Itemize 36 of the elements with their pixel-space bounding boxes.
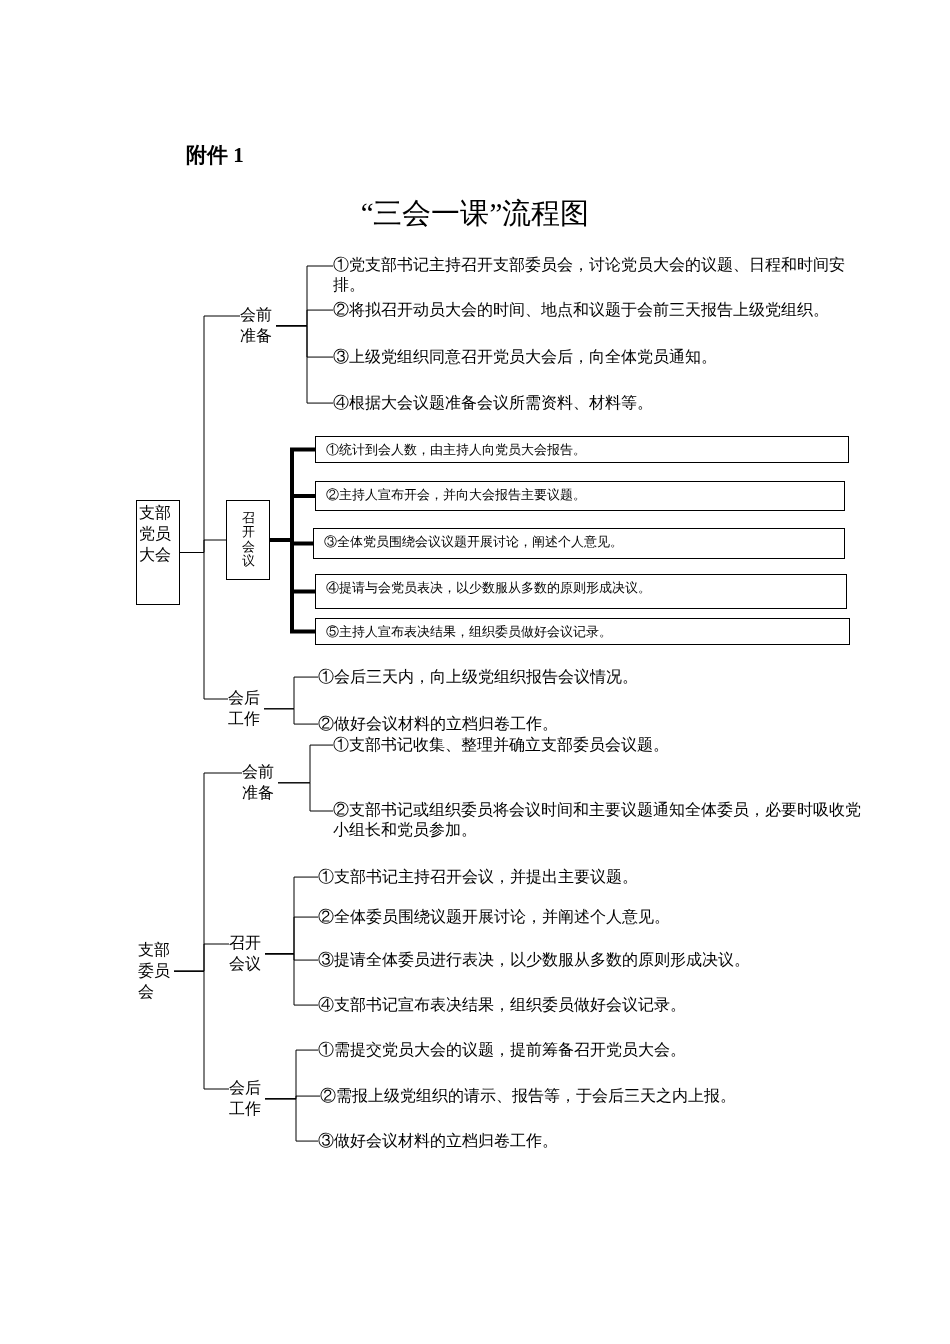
group-label: 会后工作 — [228, 688, 264, 730]
group-label: 召开会议 — [229, 933, 265, 975]
title: “三会一课”流程图 — [359, 196, 591, 231]
step-text: ③上级党组织同意召开党员大会后，向全体党员通知。 — [333, 347, 853, 368]
step-text: ①党支部书记主持召开支部委员会，讨论党员大会的议题、日程和时间安排。 — [333, 255, 868, 296]
group-label: 会后工作 — [229, 1078, 265, 1120]
step-text: ②支部书记或组织委员将会议时间和主要议题通知全体委员，必要时吸收党小组长和党员参加。 — [333, 800, 868, 841]
connector-line — [275, 325, 334, 404]
step-text: ①支部书记收集、整理并确立支部委员会议题。 — [333, 735, 853, 756]
connector-line — [173, 970, 230, 1090]
group-box: 支部党员大会 — [136, 500, 180, 605]
connector-line — [277, 782, 334, 812]
step-text: ③提请全体委员进行表决，以少数服从多数的原则形成决议。 — [318, 950, 838, 971]
step-text: ②将拟召开动员大会的时间、地点和议题于会前三天报告上级党组织。 — [333, 300, 853, 321]
step-text: ①支部书记主持召开会议，并提出主要议题。 — [318, 867, 838, 888]
step-text: ②全体委员围绕议题开展讨论，并阐述个人意见。 — [318, 907, 838, 928]
step-box: ②主持人宣布开会，并向大会报告主要议题。 — [315, 481, 845, 511]
annex-label: 附件 1 — [186, 142, 244, 169]
step-text: ④支部书记宣布表决结果，组织委员做好会议记录。 — [318, 995, 838, 1016]
connector-line — [264, 953, 319, 1006]
step-text: ②做好会议材料的立档归卷工作。 — [318, 714, 818, 735]
step-text: ③做好会议材料的立档归卷工作。 — [318, 1131, 838, 1152]
group-label: 支部委员会 — [138, 940, 174, 1003]
connector-line — [264, 1098, 319, 1142]
step-text: ①会后三天内，向上级党组织报告会议情况。 — [318, 667, 818, 688]
group-box: 召开会议 — [226, 500, 270, 580]
step-text: ④根据大会议题准备会议所需资料、材料等。 — [333, 393, 853, 414]
group-label: 会前准备 — [242, 762, 278, 804]
step-text: ①需提交党员大会的议题，提前筹备召开党员大会。 — [318, 1040, 838, 1061]
connector-line — [263, 708, 319, 725]
step-text: ②需报上级党组织的请示、报告等，于会后三天之内上报。 — [320, 1086, 840, 1107]
group-label: 会前准备 — [240, 305, 276, 347]
step-box: ③全体党员围绕会议议题开展讨论，阐述个人意见。 — [313, 528, 845, 559]
step-box: ⑤主持人宣布表决结果，组织委员做好会议记录。 — [315, 618, 850, 645]
step-box: ④提请与会党员表决，以少数服从多数的原则形成决议。 — [315, 574, 847, 609]
step-box: ①统计到会人数，由主持人向党员大会报告。 — [315, 436, 849, 463]
